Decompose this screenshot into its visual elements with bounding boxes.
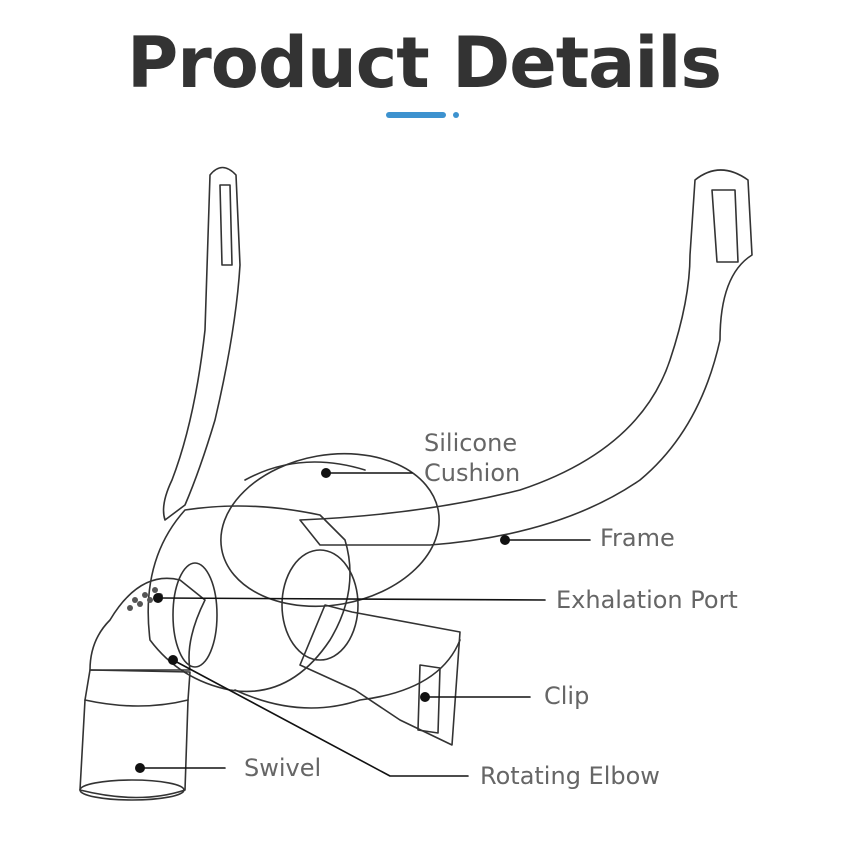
page-title: Product Details bbox=[126, 22, 722, 104]
frame-body bbox=[147, 505, 351, 693]
elbow bbox=[89, 577, 206, 671]
swivel-dot bbox=[135, 763, 145, 773]
label-frame: Frame bbox=[600, 524, 675, 552]
silicone-cushion bbox=[220, 452, 440, 608]
label-line-1: Silicone bbox=[424, 429, 518, 457]
exhalation-dot bbox=[153, 593, 163, 603]
title-underline bbox=[386, 112, 446, 118]
frame-dot bbox=[500, 535, 510, 545]
label-clip: Clip bbox=[544, 682, 590, 710]
label-rotating-elbow: Rotating Elbow bbox=[480, 762, 660, 790]
swivel-drawing bbox=[79, 669, 191, 799]
clip-drawing bbox=[299, 604, 461, 746]
label-line-2: Cushion bbox=[424, 459, 521, 487]
left-strap bbox=[162, 166, 241, 521]
label-silicone-cushion: Silicone Cushion bbox=[424, 428, 520, 488]
frame-arm bbox=[299, 169, 753, 546]
cushion-dot bbox=[321, 468, 331, 478]
clip-dot bbox=[420, 692, 430, 702]
title-underline-dot bbox=[453, 112, 459, 118]
elbow-dot bbox=[168, 655, 178, 665]
label-swivel: Swivel bbox=[244, 754, 322, 782]
label-exhalation-port: Exhalation Port bbox=[556, 586, 738, 614]
